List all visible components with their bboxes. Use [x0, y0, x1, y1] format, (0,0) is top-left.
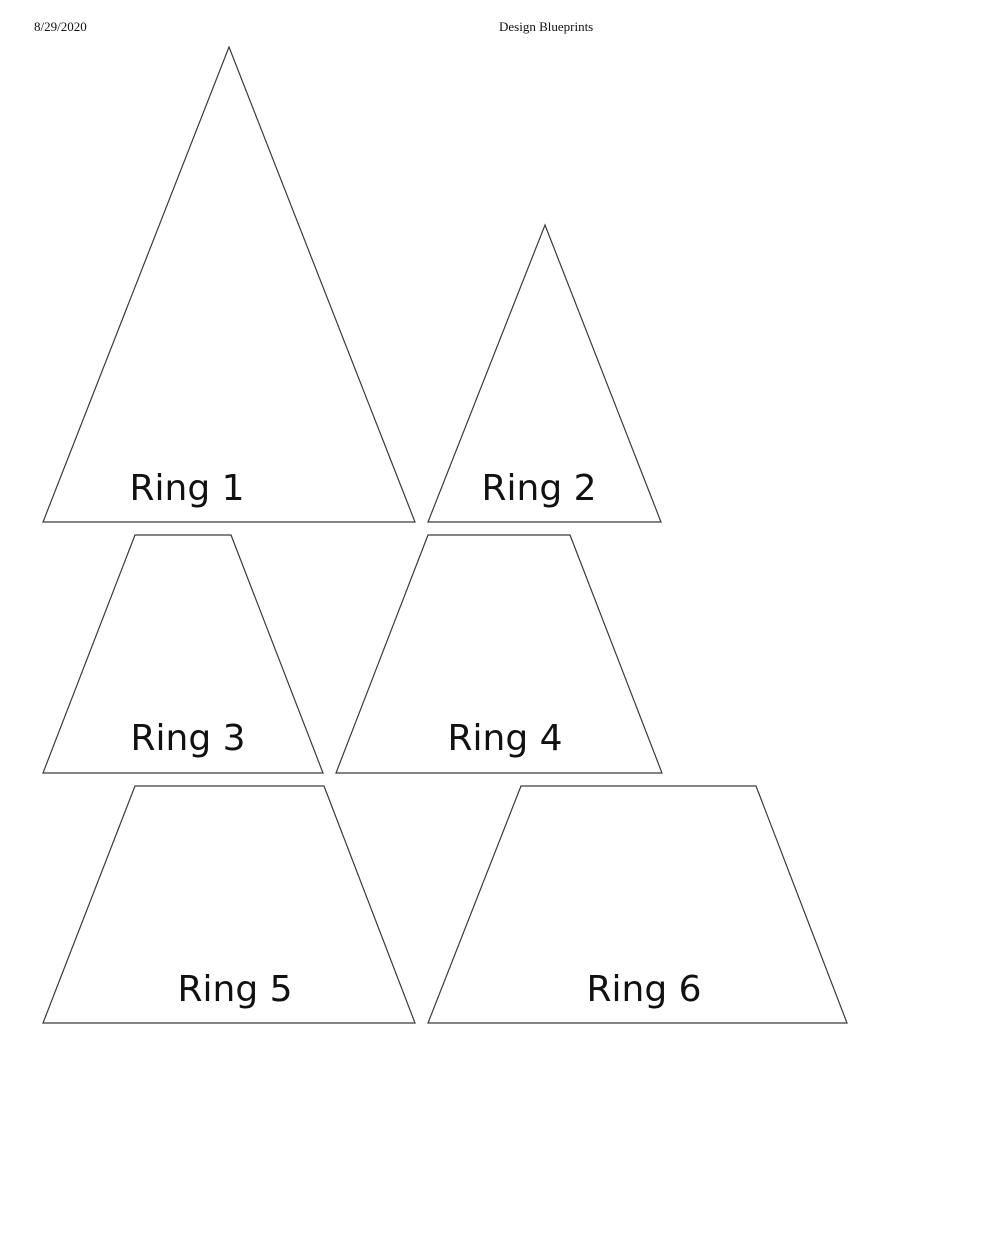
ring-6-label: Ring 6	[586, 969, 701, 1010]
ring-3-outline	[42, 534, 324, 774]
ring-6-piece: Ring 6	[427, 785, 848, 1024]
ring-5-label: Ring 5	[177, 969, 292, 1010]
ring-1-label: Ring 1	[129, 468, 244, 509]
ring-4-label: Ring 4	[447, 718, 562, 759]
header-title: Design Blueprints	[499, 19, 594, 34]
ring-6-outline	[427, 785, 848, 1024]
ring-2-label: Ring 2	[481, 468, 596, 509]
ring-5-piece: Ring 5	[42, 785, 416, 1024]
ring-2-piece: Ring 2	[427, 223, 662, 523]
page-header: 8/29/2020 Design Blueprints	[0, 0, 996, 40]
ring-3-label: Ring 3	[130, 718, 245, 759]
ring-2-outline	[427, 223, 662, 523]
header-date: 8/29/2020	[34, 19, 87, 34]
ring-1-piece: Ring 1	[42, 45, 416, 523]
ring-5-outline	[42, 785, 416, 1024]
ring-3-piece: Ring 3	[42, 534, 324, 774]
ring-4-outline	[335, 534, 663, 774]
ring-4-piece: Ring 4	[335, 534, 663, 774]
ring-1-outline	[42, 45, 416, 523]
